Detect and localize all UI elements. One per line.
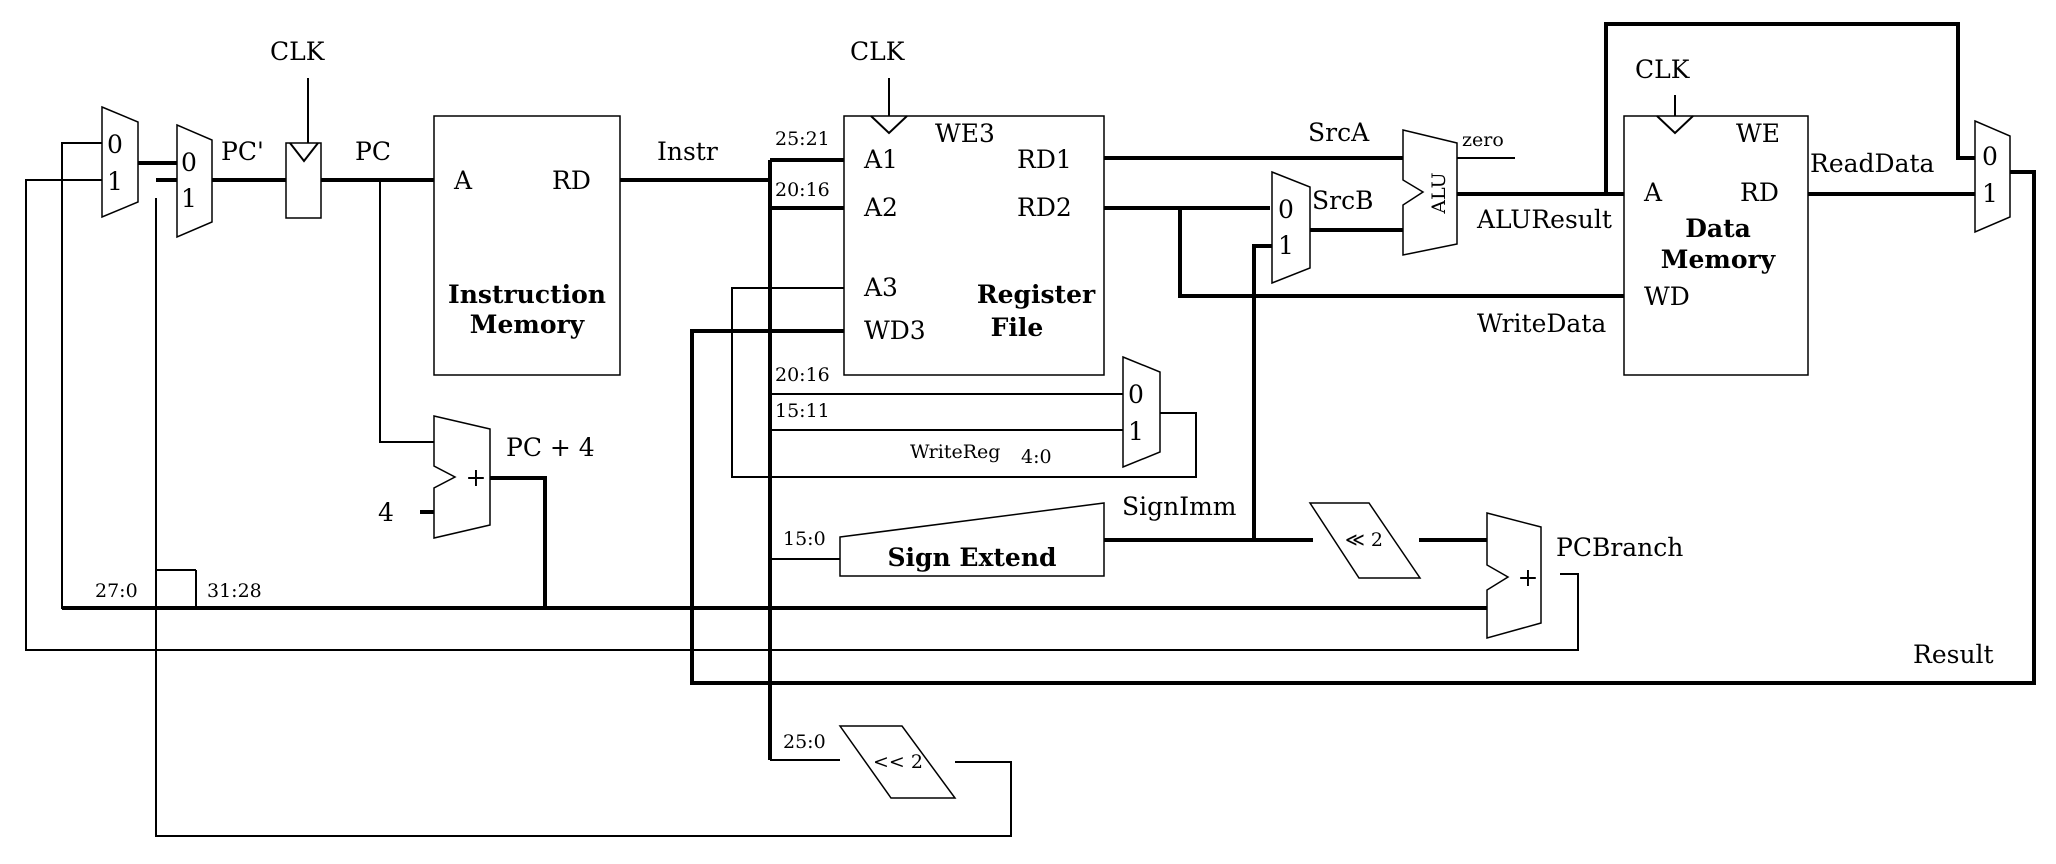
- clk-pc-label: CLK: [270, 37, 326, 66]
- dmem-we: WE: [1736, 119, 1780, 148]
- shift-branch-label: ≪ 2: [1345, 529, 1383, 551]
- regfile-rd2: RD2: [1017, 193, 1072, 222]
- clk-regfile-label: CLK: [850, 37, 906, 66]
- regfile-title-2: File: [991, 313, 1044, 342]
- dmem-rd: RD: [1740, 178, 1779, 207]
- adder2-plus: +: [1518, 563, 1539, 592]
- pc-plus-4-label: PC + 4: [506, 433, 595, 462]
- pc-branch-adder: +: [1486, 512, 1542, 639]
- mux5-input-0: 0: [1982, 142, 1998, 171]
- bits-25-0-label: 25:0: [783, 731, 826, 753]
- data-memory: WE A RD WD Data Memory: [1623, 115, 1809, 376]
- mux5-input-1: 1: [1982, 179, 1998, 208]
- src-a-label: SrcA: [1308, 118, 1370, 147]
- sign-imm-label: SignImm: [1122, 492, 1237, 521]
- instruction-memory: A RD Instruction Memory: [433, 115, 621, 376]
- shift-jump-label: << 2: [873, 751, 923, 773]
- bits-27-0-label: 27:0: [95, 580, 138, 602]
- pc-jump-mux: 0 1: [176, 123, 213, 239]
- dmem-title-1: Data: [1685, 214, 1751, 243]
- bits-31-28-label: 31:28: [207, 580, 262, 602]
- thin-wires: [25, 78, 1676, 837]
- clk-dmem-label: CLK: [1635, 55, 1691, 84]
- alu-title: ALU: [1428, 172, 1450, 214]
- regfile-wd3: WD3: [864, 316, 926, 345]
- mux2-input-0: 0: [181, 148, 197, 177]
- src-b-label: SrcB: [1312, 186, 1373, 215]
- signal-labels: CLK CLK CLK PC' PC Instr PC + 4 4 27:0 3…: [95, 37, 1994, 753]
- dmem-wd: WD: [1644, 282, 1690, 311]
- pc-prime-label: PC': [221, 137, 264, 166]
- regfile-title-1: Register: [977, 280, 1096, 309]
- dmem-title-2: Memory: [1661, 245, 1777, 274]
- mux1-input-0: 0: [107, 130, 123, 159]
- result-label: Result: [1913, 640, 1994, 669]
- pc-branch-label: PCBranch: [1556, 533, 1683, 562]
- dmem-a: A: [1643, 178, 1663, 207]
- jump-shift-left-2: << 2: [838, 725, 957, 799]
- mux3-input-1: 1: [1128, 417, 1144, 446]
- write-data-label: WriteData: [1477, 309, 1606, 338]
- pc-source-mux: 0 1: [101, 105, 139, 219]
- read-data-label: ReadData: [1810, 149, 1935, 178]
- zero-label: zero: [1462, 129, 1504, 151]
- branch-shift-left-2: ≪ 2: [1308, 502, 1422, 579]
- regfile-a1: A1: [863, 145, 898, 174]
- write-reg-sub-label: 4:0: [1021, 446, 1052, 468]
- mux1-input-1: 1: [107, 167, 123, 196]
- write-reg-label: WriteReg: [910, 441, 1000, 463]
- regfile-rd1: RD1: [1017, 145, 1072, 174]
- alu: ALU: [1402, 129, 1458, 256]
- regfile-a3: A3: [863, 273, 898, 302]
- mux4-input-1: 1: [1278, 231, 1294, 260]
- sign-extend: Sign Extend: [839, 502, 1105, 577]
- constant-4-label: 4: [378, 498, 394, 527]
- pc-plus-4-adder: +: [433, 415, 491, 539]
- src-b-mux: 0 1: [1271, 170, 1311, 285]
- register-file: A1 A2 A3 WD3 WE3 RD1 RD2 Register File: [843, 115, 1105, 376]
- bits-15-11-label: 15:11: [775, 400, 830, 422]
- instr-label: Instr: [657, 137, 718, 166]
- alu-result-label: ALUResult: [1476, 205, 1612, 234]
- write-reg-mux: 0 1: [1122, 355, 1161, 469]
- regfile-a2: A2: [863, 193, 898, 222]
- imem-title-1: Instruction: [448, 280, 606, 309]
- bits-20-16-b-label: 20:16: [775, 364, 830, 386]
- sign-extend-title: Sign Extend: [888, 543, 1057, 572]
- bits-20-16-a-label: 20:16: [775, 179, 830, 201]
- mux4-input-0: 0: [1278, 195, 1294, 224]
- bits-15-0-label: 15:0: [783, 528, 826, 550]
- mux2-input-1: 1: [181, 184, 197, 213]
- regfile-we3: WE3: [935, 119, 995, 148]
- pc-register: [285, 142, 322, 219]
- thick-wires: [62, 22, 2036, 760]
- mux3-input-0: 0: [1128, 380, 1144, 409]
- pc-label: PC: [355, 137, 391, 166]
- bits-25-21-label: 25:21: [775, 128, 830, 150]
- result-mux: 0 1: [1974, 119, 2011, 234]
- adder1-plus: +: [466, 463, 487, 492]
- imem-title-2: Memory: [470, 310, 586, 339]
- imem-port-rd: RD: [552, 166, 591, 195]
- imem-port-a: A: [453, 166, 473, 195]
